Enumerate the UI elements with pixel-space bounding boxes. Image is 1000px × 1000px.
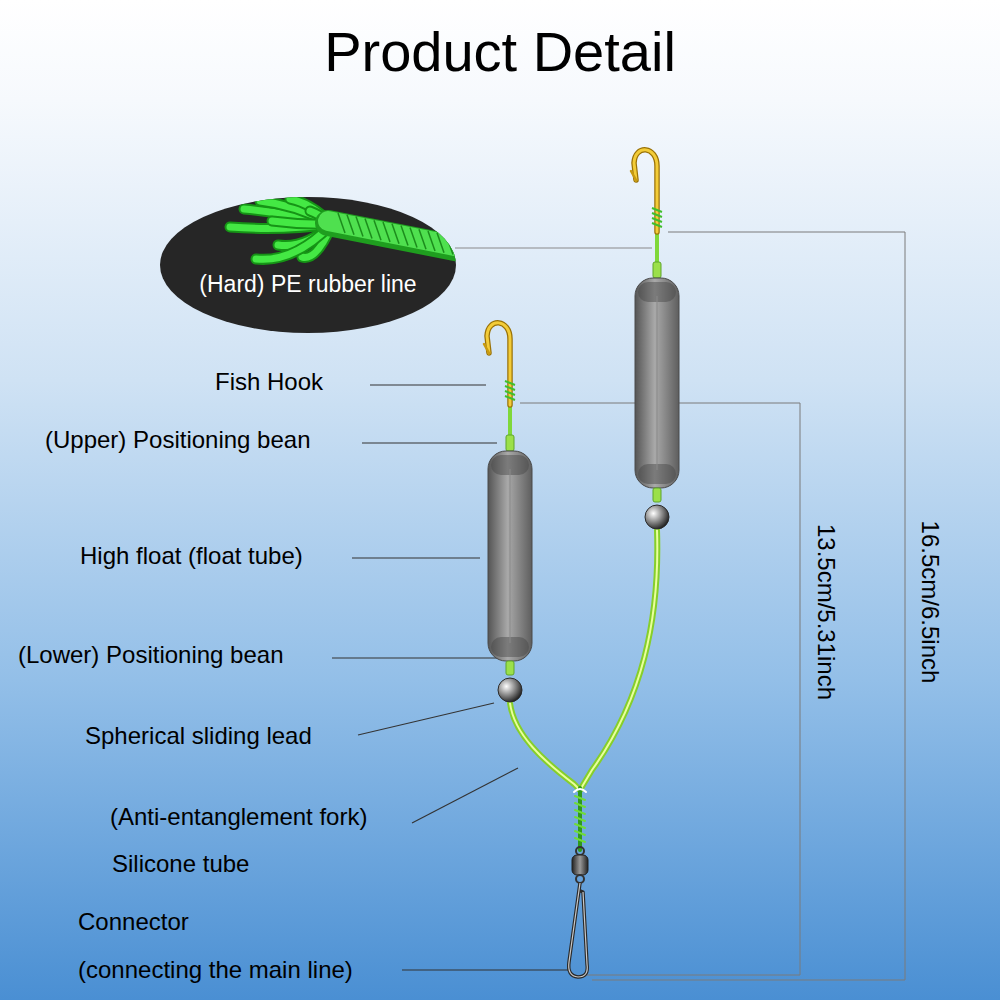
leader-line (402, 969, 569, 970)
leader-line (352, 557, 480, 558)
swivel-ring (576, 847, 584, 855)
leader-line (412, 768, 518, 823)
snap (569, 883, 588, 977)
hook-wrap (652, 208, 662, 227)
sliding-lead (645, 505, 669, 529)
leader-line (362, 442, 497, 443)
part-label: Spherical sliding lead (85, 722, 312, 751)
dimension-line (668, 232, 905, 980)
fork-tube (574, 789, 586, 792)
swivel (572, 855, 588, 875)
line-tube (580, 530, 657, 790)
hook-barb (631, 171, 636, 180)
braid-weave (446, 235, 453, 255)
braid-weave (383, 222, 390, 242)
part-label: (Hard) PE rubber line (160, 271, 456, 299)
swivel-ring (576, 875, 584, 883)
line-tube (510, 703, 580, 790)
line-tube (580, 530, 657, 790)
leader-line (358, 703, 494, 735)
leader-lines (332, 248, 652, 970)
braid-weave (356, 217, 363, 237)
float-seam (657, 296, 658, 470)
part-label: (Anti-entanglement fork) (110, 803, 367, 832)
part-label: (connecting the main line) (78, 956, 353, 985)
braid-weave (437, 233, 444, 253)
braid-weave (365, 218, 372, 238)
braid-weave (374, 220, 381, 240)
rig-branch (631, 150, 679, 529)
line-wrap (575, 796, 585, 842)
callout-bubble: (Hard) PE rubber line (160, 197, 456, 333)
dimension-lines (520, 232, 905, 980)
braid-weave (410, 227, 417, 247)
part-label: (Upper) Positioning bean (45, 426, 311, 455)
part-label: Fish Hook (215, 368, 323, 397)
leader-line (332, 657, 499, 658)
snap (569, 883, 588, 977)
bubble-shape (160, 197, 456, 333)
positioning-bean (653, 262, 661, 278)
rig-branch (484, 323, 532, 702)
part-label: Connector (78, 908, 189, 937)
braid-weave (419, 229, 426, 249)
dimension-line (584, 975, 800, 976)
dimension-line (592, 980, 905, 981)
braid-weave (392, 224, 399, 244)
dimension-label: 16.5cm/6.5inch (916, 521, 945, 684)
part-label: High float (float tube) (80, 542, 303, 571)
title: Product Detail (0, 18, 1000, 85)
positioning-bean (653, 488, 661, 502)
braid-weave (347, 215, 354, 235)
connector-hardware (569, 847, 588, 977)
float-tube (635, 278, 679, 488)
braid-weave (338, 213, 345, 233)
braided-line-picture (230, 199, 456, 259)
braid-weave (401, 226, 408, 246)
dimension-label: 13.5cm/5.31inch (812, 524, 841, 700)
leader-line (370, 384, 486, 385)
dimension-line (520, 403, 800, 975)
part-label: (Lower) Positioning bean (18, 641, 284, 670)
braid-weave (455, 236, 456, 256)
braid-weave (428, 231, 435, 251)
line-tube (510, 703, 580, 790)
bubble-ellipse (160, 197, 456, 333)
leader-line (455, 247, 652, 248)
part-label: Silicone tube (112, 850, 249, 879)
